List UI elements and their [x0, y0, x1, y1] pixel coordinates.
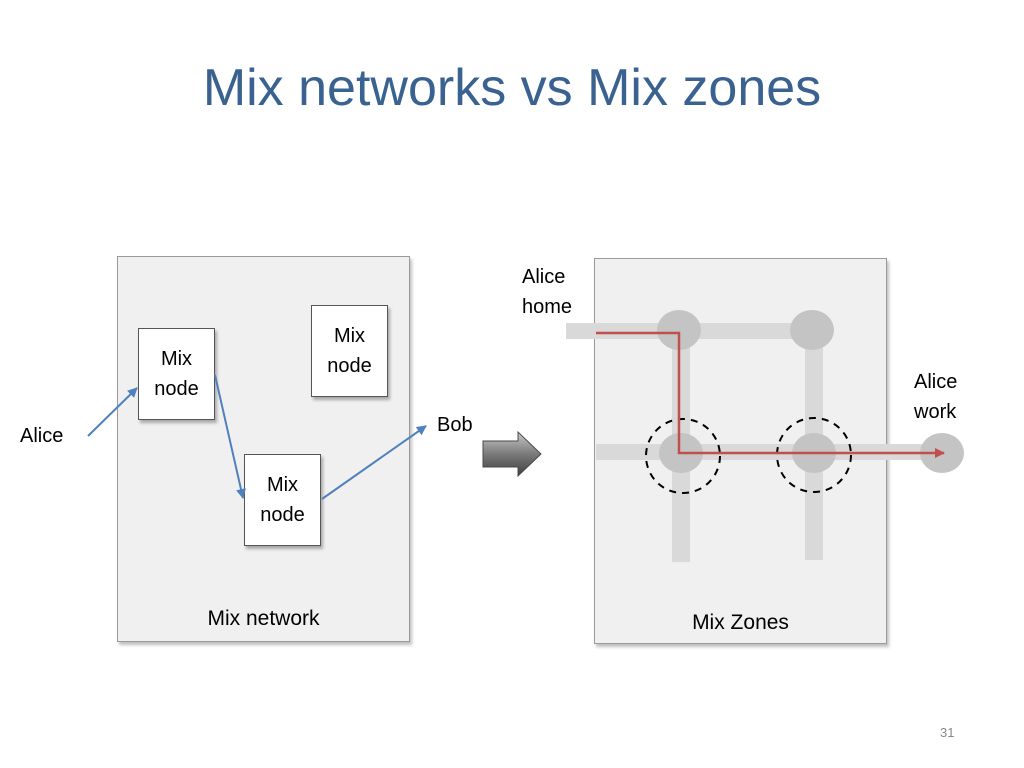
mix-network-caption: Mix network — [207, 607, 320, 630]
arrow-node-to-node — [214, 374, 246, 499]
mix-node-entry: Mix node — [138, 328, 215, 420]
alice-work-label: Alice work — [914, 367, 957, 427]
mix-node-label-line1: Mix — [333, 325, 366, 347]
mix-node-label-line1: Mix — [266, 474, 299, 496]
page-number: 31 — [940, 725, 955, 740]
alice-home-line1: Alice — [522, 266, 566, 288]
alice-route-path — [596, 331, 945, 458]
alice-work-line2: work — [914, 401, 957, 423]
arrow-node-to-bob — [321, 425, 427, 500]
slide-title: Mix networks vs Mix zones — [202, 59, 822, 117]
mix-node-label-line2: node — [327, 355, 372, 377]
mix-zone-right — [776, 417, 852, 493]
mix-zone-left — [645, 418, 721, 494]
junction-top-left — [657, 310, 701, 350]
bob-receiver-label: Bob — [437, 414, 473, 436]
alice-sender-label: Alice — [20, 425, 64, 447]
alice-work-line1: Alice — [914, 371, 958, 393]
mix-node-label-line2: node — [154, 378, 199, 400]
mix-node-label-line1: Mix — [160, 348, 193, 370]
mix-node-label-line2: node — [260, 504, 305, 526]
arrow-alice-to-node — [87, 387, 138, 437]
mix-node-exit: Mix node — [244, 454, 321, 546]
alice-home-label: Alice home — [522, 262, 572, 322]
block-arrow-icon — [482, 430, 542, 478]
alice-home-line2: home — [522, 296, 573, 318]
mix-node-idle: Mix node — [311, 305, 388, 397]
junction-top-right — [790, 310, 834, 350]
mix-zones-caption: Mix Zones — [692, 611, 789, 634]
